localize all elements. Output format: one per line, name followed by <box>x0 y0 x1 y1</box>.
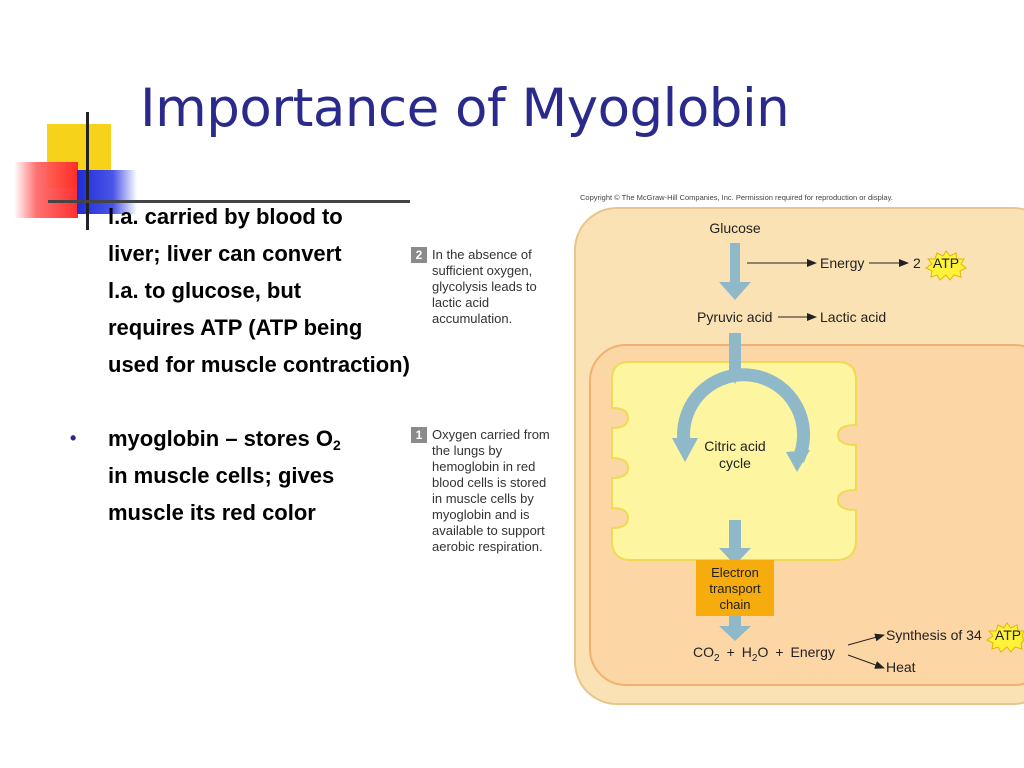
cycle-arrowhead-left <box>672 438 698 462</box>
glucose-label: Glucose <box>709 220 761 236</box>
caption-line: blood cells is stored <box>432 475 547 490</box>
deco-line-vertical <box>86 112 89 230</box>
caption-line: accumulation. <box>432 311 513 326</box>
h2o-o-label: O <box>757 644 768 660</box>
energy-product-label: Energy <box>791 644 835 660</box>
synthesis-arrow <box>847 633 885 646</box>
atp-label: ATP <box>995 627 1021 643</box>
citric-acid-cycle-ring <box>677 368 811 463</box>
co2-subscript: 2 <box>714 653 720 664</box>
h2o-h-label: H <box>742 644 752 660</box>
atp-star-icon <box>986 622 1024 653</box>
bullet-lactic-acid: l.a. carried by blood to liver; liver ca… <box>108 198 508 383</box>
caption-line: aerobic respiration. <box>432 539 543 554</box>
caption-line: in muscle cells by <box>432 491 534 506</box>
atp-label: ATP <box>933 255 959 271</box>
cycle-label: cycle <box>719 455 751 471</box>
bullet-myoglobin: • myoglobin – stores O2 in muscle cells;… <box>70 420 508 531</box>
products-label: CO2+H2O+Energy <box>693 644 835 664</box>
co2-label: CO <box>693 644 714 660</box>
caption-line: available to support <box>432 523 545 538</box>
caption-line: Oxygen carried from <box>432 427 550 442</box>
etc-to-products-arrow <box>719 616 751 641</box>
caption-line: In the absence of <box>432 247 532 262</box>
step-2-caption: In the absence of sufficient oxygen, gly… <box>432 247 537 327</box>
bullet-line: requires ATP (ATP being <box>108 315 363 340</box>
bullet-line: used for muscle contraction) <box>108 352 410 377</box>
bullet-line: myoglobin – stores O2 <box>108 420 508 457</box>
bullet-text: l.a. carried by blood to liver; liver ca… <box>108 198 508 383</box>
slide-title: Importance of Myoglobin <box>140 78 790 139</box>
cycle-arrowhead-right <box>786 450 810 472</box>
o2-subscript: 2 <box>332 437 341 453</box>
pyruvic-acid-label: Pyruvic acid <box>697 309 772 325</box>
synthesis-label: Synthesis of 34 <box>886 627 982 643</box>
deco-line-horizontal <box>48 200 410 203</box>
bullet-marker: • <box>70 428 77 448</box>
caption-line: lactic acid <box>432 295 490 310</box>
caption-line: sufficient oxygen, <box>432 263 533 278</box>
plus-sign: + <box>727 644 735 660</box>
caption-line: hemoglobin in red <box>432 459 536 474</box>
caption-line: myoglobin and is <box>432 507 530 522</box>
citric-acid-label: Citric acid <box>704 438 765 454</box>
bullet-line: l.a. to glucose, but <box>108 278 302 303</box>
copyright-notice: Copyright © The McGraw-Hill Companies, I… <box>580 193 893 202</box>
etc-label-line-3: chain <box>719 597 750 612</box>
heat-arrow <box>847 654 885 669</box>
bullet-line: in muscle cells; gives <box>108 463 335 488</box>
lactic-acid-label: Lactic acid <box>820 309 886 325</box>
energy-label: Energy <box>820 255 864 271</box>
caption-line: the lungs by <box>432 443 503 458</box>
bullet-text: • myoglobin – stores O2 in muscle cells;… <box>70 420 508 531</box>
electron-transport-chain-box <box>696 560 774 616</box>
bullet-line: l.a. carried by blood to <box>108 204 343 229</box>
heat-label: Heat <box>886 659 916 675</box>
glycolysis-arrow <box>719 243 751 300</box>
bullet-line: liver; liver can convert <box>108 241 342 266</box>
etc-label-line-2: transport <box>709 581 761 596</box>
h2o-subscript: 2 <box>752 653 758 664</box>
atp-count-label: 2 <box>913 255 921 271</box>
bullet-line: muscle its red color <box>108 500 316 525</box>
deco-square-red <box>14 162 78 218</box>
atp-star-icon <box>925 250 967 281</box>
etc-label-line-1: Electron <box>711 565 759 580</box>
step-badge-1: 1 <box>411 427 427 443</box>
caption-line: glycolysis leads to <box>432 279 537 294</box>
step-badge-2: 2 <box>411 247 427 263</box>
plus-sign: + <box>775 644 783 660</box>
cycle-to-etc-arrow <box>719 520 751 565</box>
step-1-caption: Oxygen carried from the lungs by hemoglo… <box>432 427 550 555</box>
bullet-line-text: myoglobin – stores O <box>108 426 333 451</box>
